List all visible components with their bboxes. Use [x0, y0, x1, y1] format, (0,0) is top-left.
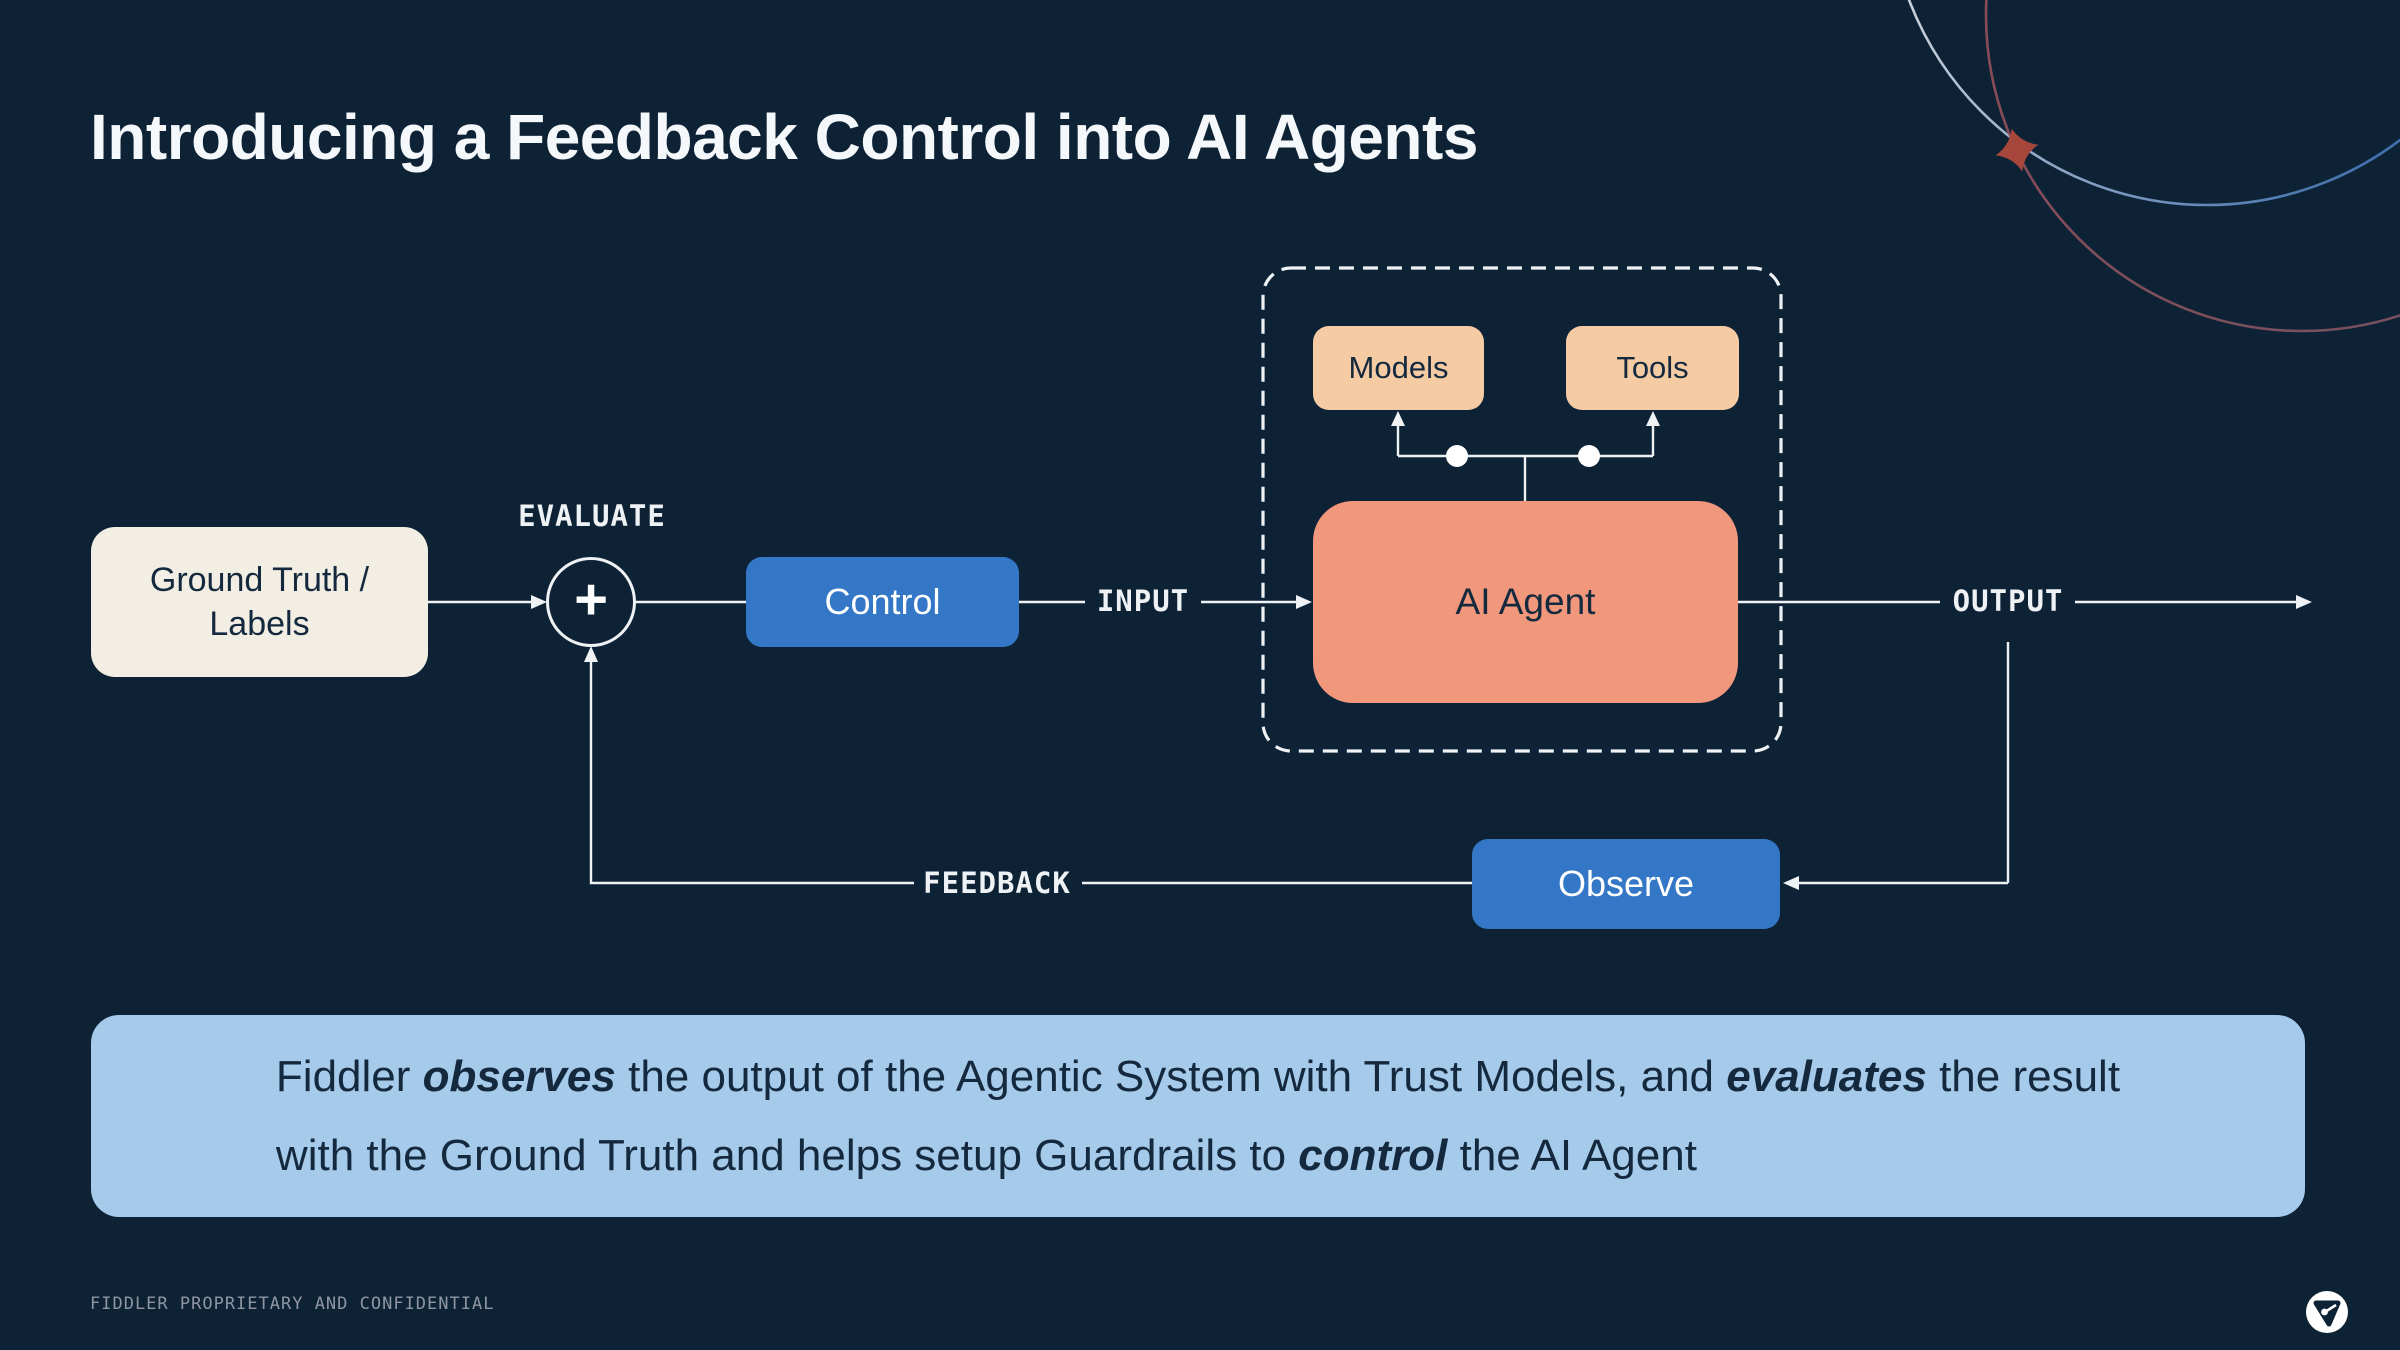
summary-emphasis: control [1298, 1131, 1448, 1180]
ai-agent-label: AI Agent [1455, 581, 1596, 622]
arrowhead-output-edge [2296, 595, 2312, 609]
arrowhead-into-tools [1646, 411, 1660, 426]
summing-junction: + [546, 557, 636, 647]
summary-segment: Fiddler [275, 1052, 423, 1101]
control-label: Control [824, 581, 941, 622]
summary-panel: Fiddler observes the output of the Agent… [91, 1015, 2305, 1217]
summary-line: with the Ground Truth and helps setup Gu… [276, 1116, 2120, 1195]
page-title: Introducing a Feedback Control into AI A… [90, 101, 1478, 173]
plus-icon: + [574, 567, 608, 632]
fiddler-logo-icon [2306, 1291, 2348, 1333]
summary-emphasis: observes [422, 1052, 616, 1101]
arrowhead-into-models [1391, 411, 1405, 426]
models-node: Models [1313, 326, 1484, 410]
feedback-flow-label: FEEDBACK [923, 866, 1071, 900]
arrowheads [531, 411, 2312, 890]
arrowhead-into-agent [1296, 595, 1312, 609]
summary-segment: the result [1926, 1052, 2121, 1101]
evaluate-flow-label: EVALUATE [518, 499, 666, 533]
output-flow-label: OUTPUT [1952, 584, 2064, 618]
ground-truth-label: Ground Truth / Labels [149, 560, 370, 643]
summary-emphasis: evaluates [1726, 1052, 1927, 1101]
decor-arc-blue [1907, 0, 2400, 207]
connectors [428, 423, 2298, 885]
summary-segment: the output of the Agentic System with Tr… [615, 1052, 1727, 1101]
arrowhead-into-junction [531, 595, 547, 609]
decor-arcs [1907, 0, 2400, 333]
agentic-system-dashed-border [1261, 266, 1783, 753]
models-label: Models [1348, 350, 1449, 385]
confidentiality-note: FIDDLER PROPRIETARY AND CONFIDENTIAL [90, 1294, 495, 1314]
observe-node: Observe [1472, 839, 1780, 929]
tools-label: Tools [1616, 350, 1689, 385]
tree-dot-left [1446, 445, 1468, 467]
ground-truth-node: Ground Truth / Labels [91, 527, 428, 677]
ai-agent-node: AI Agent [1313, 501, 1738, 703]
arrowhead-feedback-up [584, 646, 598, 662]
summary-segment: the AI Agent [1447, 1131, 1697, 1180]
tree-dot-right [1578, 445, 1600, 467]
tools-node: Tools [1566, 326, 1739, 410]
summary-segment: with the Ground Truth and helps setup Gu… [275, 1131, 1299, 1180]
control-node: Control [746, 557, 1019, 647]
input-flow-label: INPUT [1096, 584, 1190, 618]
decor-star-icon [1995, 128, 2039, 172]
summary-line: Fiddler observes the output of the Agent… [276, 1037, 2120, 1116]
arrowhead-into-observe [1783, 876, 1799, 890]
line-feedback-to-junction [589, 660, 914, 885]
summary-text: Fiddler observes the output of the Agent… [276, 1037, 2120, 1195]
decor-arc-red [1984, 0, 2400, 333]
observe-label: Observe [1557, 863, 1695, 904]
